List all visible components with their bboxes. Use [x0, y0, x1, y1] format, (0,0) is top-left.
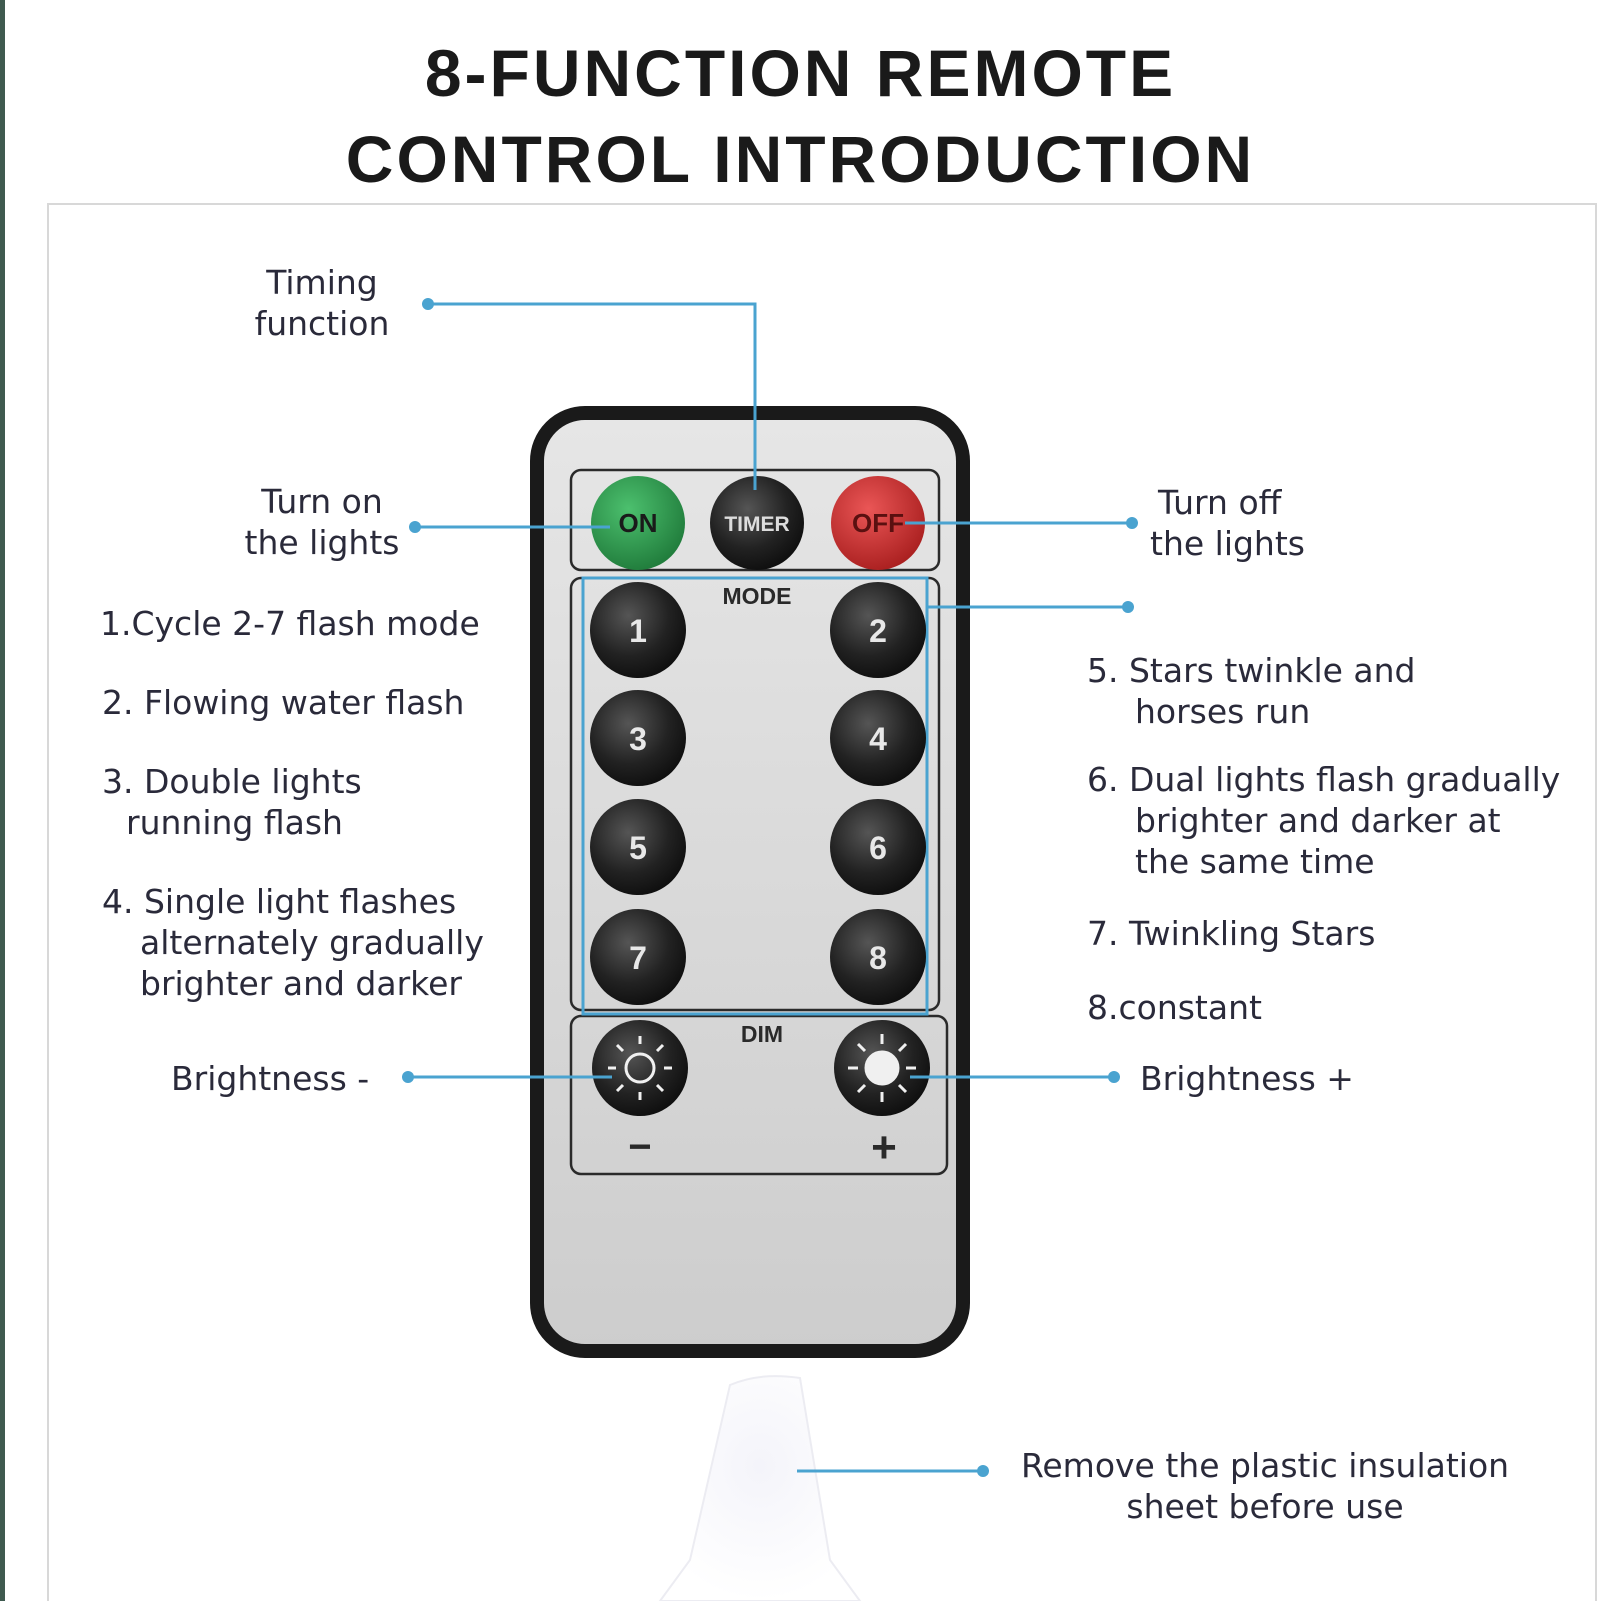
key-1[interactable]: 1 — [590, 582, 686, 678]
key-6[interactable]: 6 — [830, 799, 926, 895]
key-3[interactable]: 3 — [590, 690, 686, 786]
label-remove-sheet: Remove the plastic insulation sheet befo… — [1005, 1445, 1525, 1527]
plus-sign: + — [871, 1123, 897, 1172]
on-button[interactable]: ON — [591, 476, 685, 570]
key-2-label: 2 — [869, 613, 887, 649]
dim-label: DIM — [741, 1021, 783, 1047]
key-7[interactable]: 7 — [590, 909, 686, 1005]
page-title: 8-FUNCTION REMOTE CONTROL INTRODUCTION — [0, 30, 1601, 202]
label-mode-3: 3. Double lights running flash — [102, 761, 362, 843]
label-line: 5. Stars twinkle and — [1087, 651, 1416, 690]
label-line: Remove the plastic insulation — [1020, 1446, 1510, 1485]
timer-button-label: TIMER — [724, 513, 789, 536]
callout-dot — [1122, 601, 1134, 613]
sun-outline-icon — [608, 1036, 672, 1100]
key-8-label: 8 — [869, 940, 887, 976]
callout-dot — [422, 298, 434, 310]
label-line: Turn off — [1158, 483, 1282, 522]
content-panel — [47, 203, 1597, 1601]
label-line: horses run — [1135, 692, 1311, 731]
label-mode-6: 6. Dual lights flash gradually brighter … — [1087, 759, 1560, 882]
left-edge-strip — [0, 0, 5, 1601]
callout-dot — [1126, 517, 1138, 529]
mode-label: MODE — [723, 583, 792, 609]
label-line: brighter and darker at — [1135, 801, 1501, 840]
label-brightness-plus: Brightness + — [1140, 1059, 1354, 1098]
key-6-label: 6 — [869, 830, 887, 866]
dim-frame — [569, 1014, 949, 1176]
label-mode-4: 4. Single light flashes alternately grad… — [102, 881, 484, 1004]
callout-timer — [428, 302, 757, 490]
off-button[interactable]: OFF — [831, 476, 925, 570]
label-line: brighter and darker — [140, 964, 462, 1003]
label-turn-on: Turn on the lights — [222, 481, 422, 563]
sun-filled-icon — [848, 1034, 916, 1102]
label-mode-2: 2. Flowing water flash — [102, 683, 465, 722]
key-5[interactable]: 5 — [590, 799, 686, 895]
brightness-plus-button[interactable] — [834, 1020, 930, 1116]
minus-sign: − — [628, 1125, 651, 1169]
label-mode-5: 5. Stars twinkle and horses run — [1087, 650, 1416, 732]
callout-dot — [977, 1465, 989, 1477]
label-line: sheet before use — [1126, 1487, 1404, 1526]
key-1-label: 1 — [629, 613, 647, 649]
label-line: 3. Double lights — [102, 762, 362, 801]
label-line: the lights — [244, 523, 400, 562]
key-3-label: 3 — [629, 721, 647, 757]
label-mode-8: 8.constant — [1087, 988, 1262, 1027]
key-5-label: 5 — [629, 830, 647, 866]
timer-button[interactable]: TIMER — [710, 476, 804, 570]
title-line-1: 8-FUNCTION REMOTE — [424, 36, 1177, 110]
label-line: the lights — [1150, 524, 1305, 563]
label-line: the same time — [1135, 842, 1375, 881]
insulation-sheet — [658, 1375, 862, 1601]
callout-dot — [1108, 1071, 1120, 1083]
label-mode-1: 1.Cycle 2-7 flash mode — [100, 604, 480, 643]
label-line: alternately gradually — [140, 923, 484, 962]
label-line: running flash — [126, 803, 343, 842]
label-line: function — [254, 304, 390, 343]
label-line: Timing — [266, 263, 378, 302]
label-mode-7: 7. Twinkling Stars — [1087, 914, 1376, 953]
key-8[interactable]: 8 — [830, 909, 926, 1005]
callout-dot — [402, 1071, 414, 1083]
key-4-label: 4 — [869, 721, 887, 757]
key-7-label: 7 — [629, 940, 647, 976]
key-4[interactable]: 4 — [830, 690, 926, 786]
label-line: 4. Single light flashes — [102, 882, 457, 921]
title-line-2: CONTROL INTRODUCTION — [345, 122, 1256, 196]
label-line: Turn on — [261, 482, 383, 521]
brightness-minus-button[interactable] — [592, 1020, 688, 1116]
label-brightness-minus: Brightness - — [171, 1059, 370, 1098]
on-button-label: ON — [619, 508, 658, 538]
off-button-label: OFF — [852, 508, 904, 538]
label-line: 6. Dual lights flash gradually — [1087, 760, 1561, 799]
callout-dot — [409, 521, 421, 533]
label-timing-function: Timing function — [222, 262, 422, 344]
label-turn-off: Turn off the lights — [1150, 482, 1305, 564]
key-2[interactable]: 2 — [830, 582, 926, 678]
mode-highlight — [581, 576, 929, 1016]
